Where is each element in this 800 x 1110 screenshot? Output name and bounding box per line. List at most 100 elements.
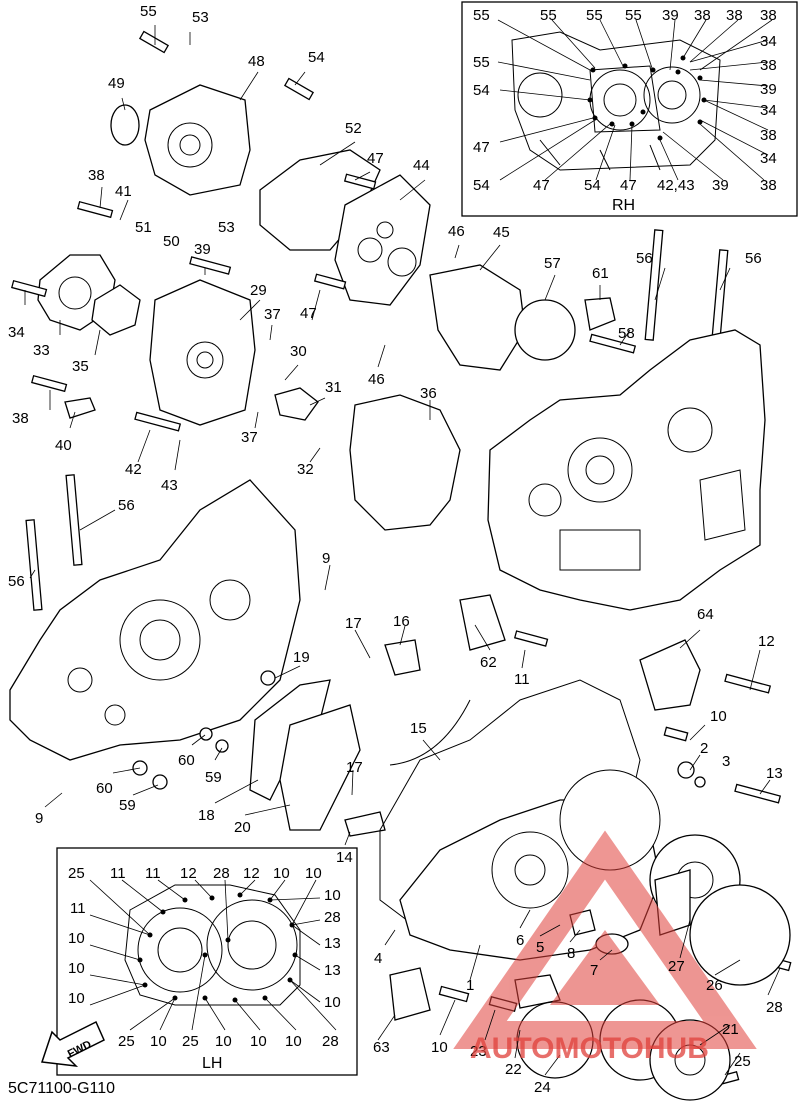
part-callout: 29 [250, 282, 267, 299]
part-callout: 37 [241, 429, 258, 446]
lh-callout: 28 [322, 1033, 339, 1050]
part-callout: 25 [734, 1053, 751, 1070]
rh-callout: 39 [662, 7, 679, 24]
part-callout: 63 [373, 1039, 390, 1056]
part-callout: 9 [322, 550, 330, 567]
part-callout: 3 [722, 753, 730, 770]
lh-callout: 28 [324, 909, 341, 926]
part-callout: 13 [766, 765, 783, 782]
rh-bolt-dots [587, 55, 707, 141]
part-callout: 49 [108, 75, 125, 92]
part-callout: 46 [448, 223, 465, 240]
part-callout: 59 [119, 797, 136, 814]
part-callout: 18 [198, 807, 215, 824]
part-callout: 43 [161, 477, 178, 494]
rh-callout: 34 [760, 150, 777, 167]
rh-callout: 38 [760, 127, 777, 144]
part-callout: 47 [300, 305, 317, 322]
rh-callout: 47 [620, 177, 637, 194]
part-callout: 19 [293, 649, 310, 666]
lh-callout: 13 [324, 962, 341, 979]
part-callout: 44 [413, 157, 430, 174]
part-callout: 11 [514, 671, 530, 688]
lh-callout: 11 [145, 865, 161, 882]
part-callout: 12 [758, 633, 775, 650]
rh-callout: 54 [584, 177, 601, 194]
part-callout: 38 [12, 410, 29, 427]
rh-callout: 39 [712, 177, 729, 194]
lh-callout: 10 [68, 990, 85, 1007]
part-callout: 53 [192, 9, 209, 26]
lh-callout: 10 [215, 1033, 232, 1050]
lh-callout: 10 [68, 930, 85, 947]
part-callout: 53 [218, 219, 235, 236]
part-callout: 39 [194, 241, 211, 258]
part-callout: 14 [336, 849, 353, 866]
part-callout: 17 [346, 759, 363, 776]
part-callout: 27 [668, 958, 685, 975]
lh-callout: 13 [324, 935, 341, 952]
rh-callout: 38 [726, 7, 743, 24]
part-callout: 58 [618, 325, 635, 342]
lh-callout: 25 [118, 1033, 135, 1050]
part-callout: 57 [544, 255, 561, 272]
middle-parts [132, 594, 706, 837]
watermark-text: AUTOMOTOHUB [470, 1032, 709, 1065]
part-callout: 7 [590, 962, 598, 979]
part-callout: 4 [374, 950, 382, 967]
part-callout: 50 [163, 233, 180, 250]
rh-callout: 34 [760, 33, 777, 50]
part-callout: 15 [410, 720, 427, 737]
part-callout: 21 [722, 1021, 739, 1038]
part-callout: 64 [697, 606, 714, 623]
rh-callout: 42,43 [657, 177, 695, 194]
part-callout: 2 [700, 740, 708, 757]
part-callout: 36 [420, 385, 437, 402]
part-callout: 32 [297, 461, 314, 478]
watermark-logo [453, 830, 757, 1049]
part-callout: 37 [264, 306, 281, 323]
lh-callout: 10 [285, 1033, 302, 1050]
part-callout: 38 [88, 167, 105, 184]
part-callout: 35 [72, 358, 89, 375]
part-callout: 34 [8, 324, 25, 341]
crankcase-left [9, 479, 301, 761]
fwd-arrow-icon [40, 1020, 105, 1067]
part-callout: 40 [55, 437, 72, 454]
rh-callout: 55 [540, 7, 557, 24]
rh-inset [461, 1, 798, 217]
rh-callout: 38 [760, 57, 777, 74]
part-callout: 41 [115, 183, 132, 200]
part-callout: 61 [592, 265, 609, 282]
part-callout: 1 [466, 977, 474, 994]
rh-callout: 55 [625, 7, 642, 24]
part-callout: 17 [345, 615, 362, 632]
part-callout: 47 [367, 150, 384, 167]
part-callout: 30 [290, 343, 307, 360]
lh-callout: 25 [182, 1033, 199, 1050]
part-callout: 16 [393, 613, 410, 630]
lh-callout: 10 [68, 960, 85, 977]
rh-callout: 47 [473, 139, 490, 156]
part-callout: 60 [96, 780, 113, 797]
lh-callout: 10 [273, 865, 290, 882]
rh-callout: 54 [473, 82, 490, 99]
lh-callout: 25 [68, 865, 85, 882]
lh-callout: 10 [324, 887, 341, 904]
part-callout: 31 [325, 379, 342, 396]
part-callout: 62 [480, 654, 497, 671]
part-callout: 60 [178, 752, 195, 769]
rh-callout: 55 [586, 7, 603, 24]
part-callout: 23 [470, 1043, 487, 1060]
lh-inset [56, 847, 358, 1076]
rh-box-label: RH [612, 197, 635, 214]
part-callout: 5 [536, 939, 544, 956]
part-callout: 56 [636, 250, 653, 267]
part-callout: 45 [493, 224, 510, 241]
part-callout: 46 [368, 371, 385, 388]
lh-callout: 10 [324, 994, 341, 1011]
part-callout: 10 [710, 708, 727, 725]
part-callout: 24 [534, 1079, 551, 1096]
